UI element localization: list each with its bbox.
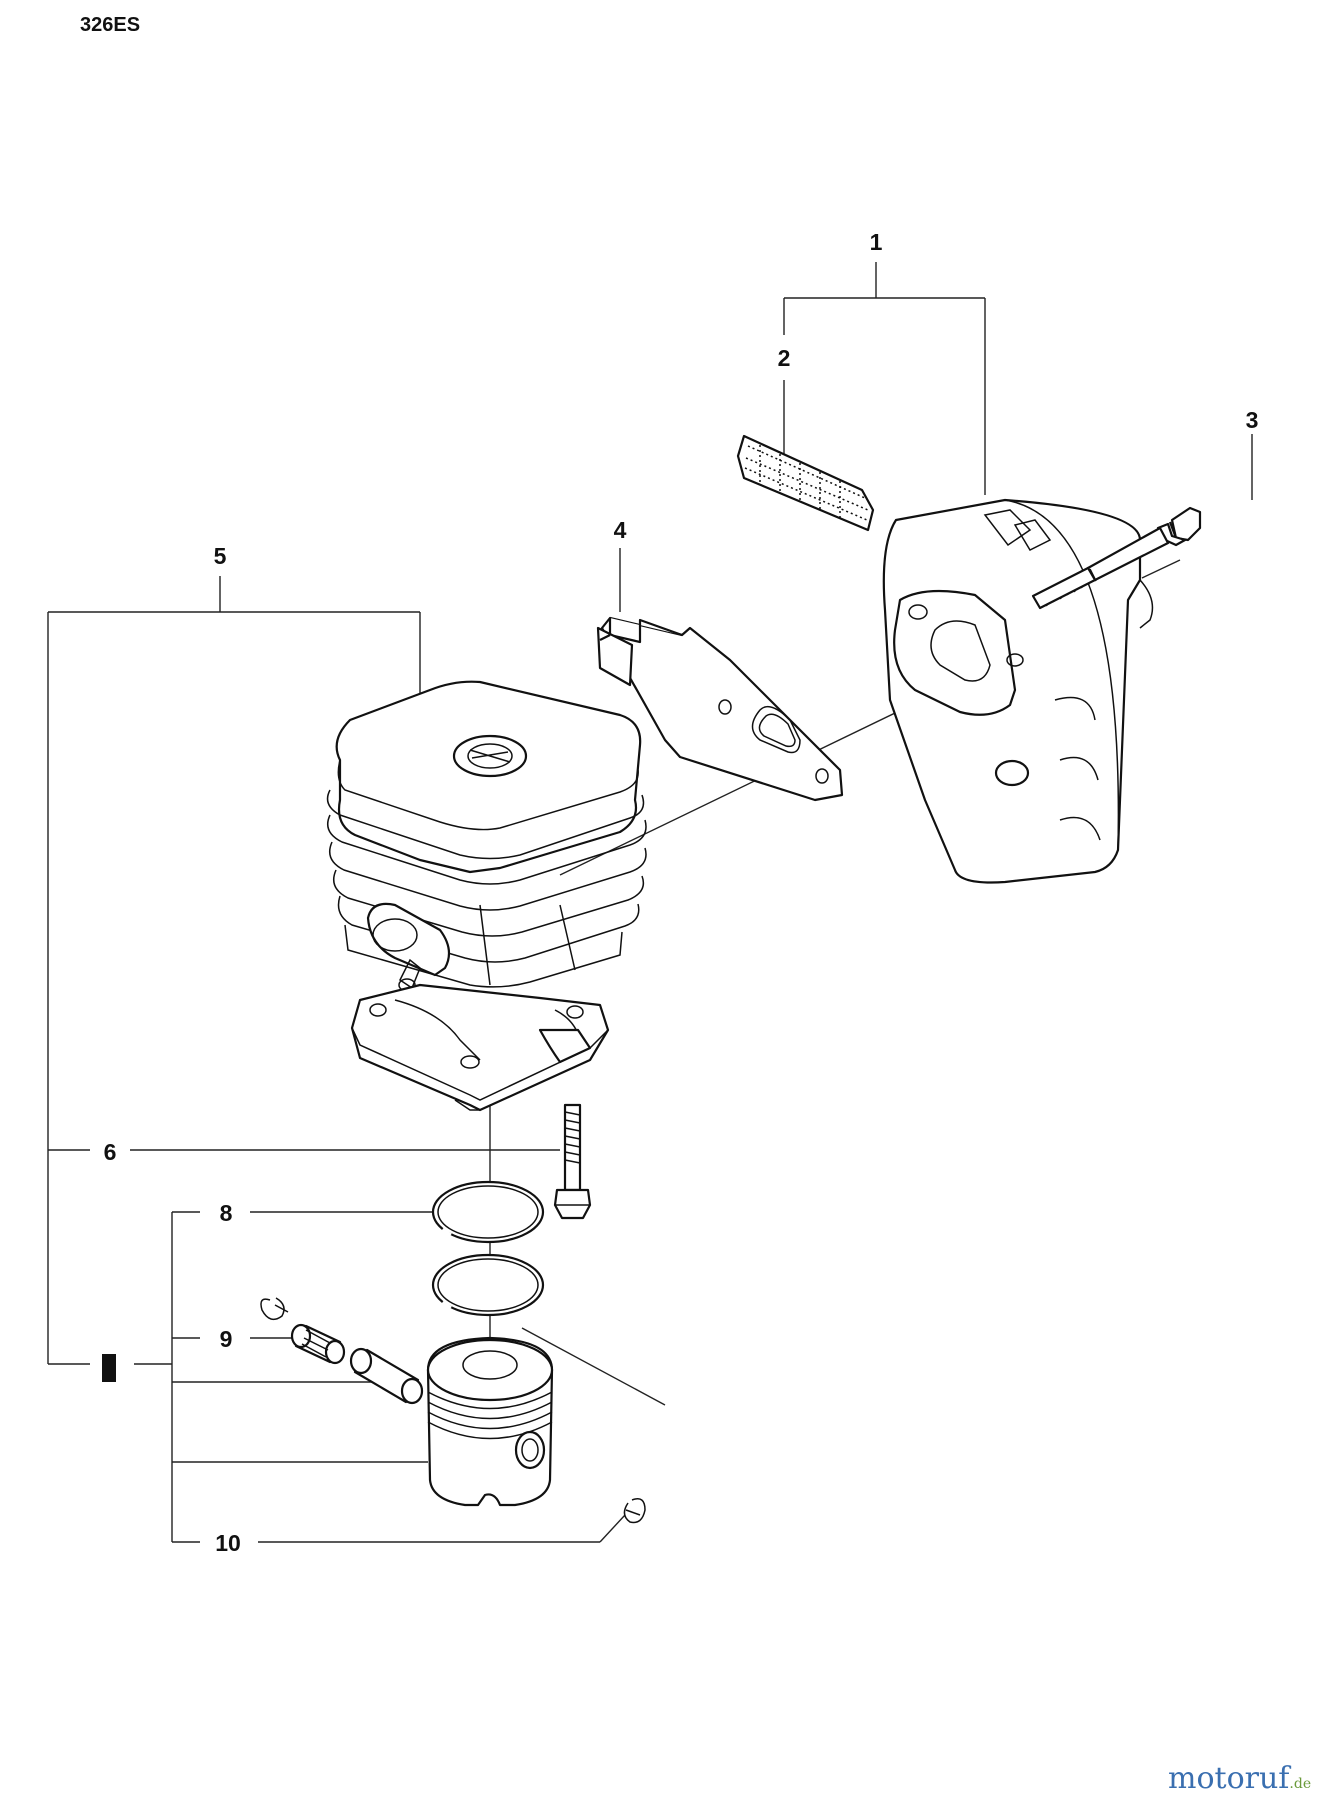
- needle-bearing: [290, 1323, 346, 1365]
- callout-5: 5: [214, 543, 227, 569]
- watermark-main: motoruf: [1168, 1761, 1291, 1796]
- piston-rings: [431, 1180, 545, 1317]
- callout-8: 8: [220, 1200, 233, 1226]
- model-title: 326ES: [80, 14, 141, 36]
- callout-4: 4: [614, 517, 627, 543]
- piston: [426, 1336, 554, 1507]
- callout-9: 9: [220, 1326, 233, 1352]
- callout-2: 2: [778, 345, 791, 371]
- callouts: 1 2 3 4 5 6 8 9 10: [104, 229, 1259, 1556]
- muffler-bolt: [1031, 506, 1202, 610]
- callout-3: 3: [1246, 407, 1259, 433]
- muffler-gasket: [596, 616, 844, 802]
- circlip-left: [260, 1297, 289, 1321]
- cylinder-bolt: [553, 1103, 592, 1220]
- muffler: [882, 498, 1154, 884]
- circlip-right: [623, 1498, 646, 1524]
- piston-pin: [349, 1347, 424, 1405]
- kit-marker: [102, 1354, 116, 1382]
- callout-6: 6: [104, 1139, 117, 1165]
- watermark: motoruf.de: [1168, 1761, 1311, 1796]
- leader-lines: [47, 262, 1253, 1543]
- callout-10: 10: [215, 1530, 241, 1556]
- cylinder: [326, 680, 647, 1112]
- callout-1: 1: [870, 229, 883, 255]
- watermark-suffix: .de: [1289, 1776, 1311, 1792]
- spark-arrestor-screen: [736, 434, 875, 532]
